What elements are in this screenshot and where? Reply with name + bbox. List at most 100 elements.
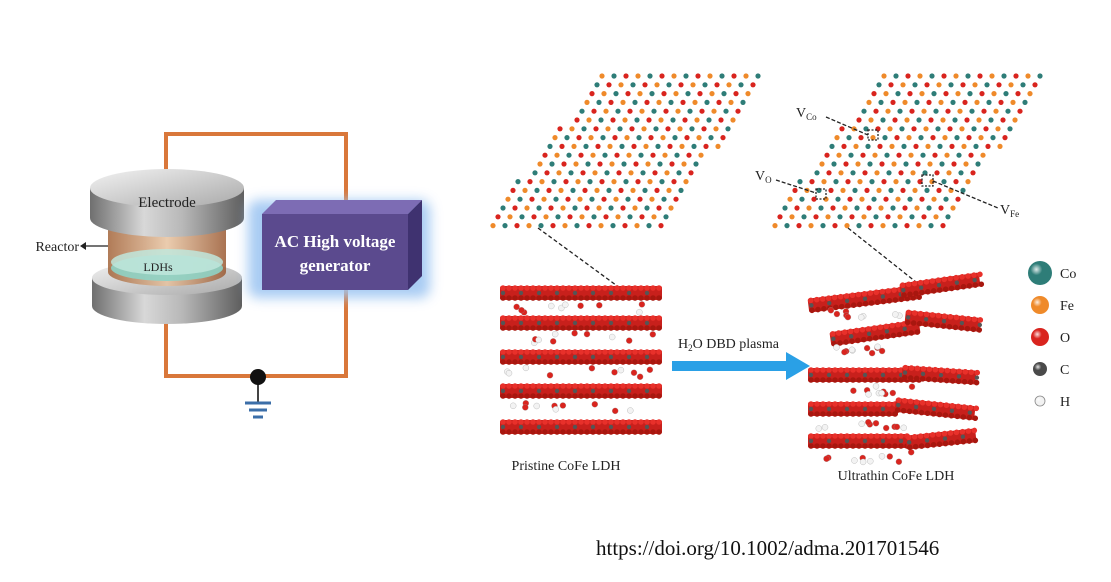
lattice-atom xyxy=(671,179,677,185)
lattice-atom xyxy=(711,108,717,114)
lattice-atom xyxy=(684,135,690,141)
lattice-atom xyxy=(490,223,496,229)
lattice-atom xyxy=(594,187,600,193)
lattice-atom xyxy=(698,152,704,158)
lattice-atom xyxy=(675,108,681,114)
lattice-atom xyxy=(806,205,812,211)
lattice-atom xyxy=(897,108,903,114)
lattice-atom xyxy=(864,187,870,193)
zoom-lines xyxy=(537,227,917,289)
lattice-atom xyxy=(932,152,938,158)
lattice-atom xyxy=(592,170,598,176)
lattice-atom xyxy=(871,196,877,202)
legend-label-fe: Fe xyxy=(1060,299,1074,314)
lattice-atom xyxy=(633,161,639,167)
lattice-atom xyxy=(893,73,899,79)
lattice-atom xyxy=(1002,135,1008,141)
lattice-atom xyxy=(944,152,950,158)
lattice-atom xyxy=(991,91,997,97)
lattice-atom xyxy=(955,91,961,97)
lattice-atom xyxy=(967,91,973,97)
lattice-atom xyxy=(809,179,815,185)
lattice-atom xyxy=(668,99,674,105)
lattice-atom xyxy=(584,99,590,105)
lattice-atom xyxy=(912,82,918,88)
lattice-atom xyxy=(970,170,976,176)
lattice-atom xyxy=(594,82,600,88)
lattice-atom xyxy=(743,73,749,79)
lattice-atom xyxy=(634,117,640,123)
lattice-atom xyxy=(941,179,947,185)
lattice-atom xyxy=(926,99,932,105)
lattice-atom xyxy=(625,91,631,97)
lattice-atom xyxy=(635,73,641,79)
lattice-atom xyxy=(725,126,731,132)
lattice-atom xyxy=(627,108,633,114)
lattice-atom xyxy=(903,161,909,167)
lattice-atom xyxy=(658,223,664,229)
lattice-atom xyxy=(614,152,620,158)
defective-lattice xyxy=(772,73,1043,229)
lattice-atom xyxy=(1003,91,1009,97)
lattice-atom xyxy=(824,152,830,158)
lattice-atom xyxy=(631,143,637,149)
lattice-atom xyxy=(928,223,934,229)
lattice-atom xyxy=(914,205,920,211)
lattice-atom xyxy=(677,126,683,132)
o-vacancy-box xyxy=(815,188,827,200)
lattice-atom xyxy=(873,108,879,114)
lattice-atom xyxy=(977,73,983,79)
lattice-atom xyxy=(581,126,587,132)
lattice-atom xyxy=(541,196,547,202)
lattice-atom xyxy=(833,179,839,185)
lattice-atom xyxy=(510,187,516,193)
lattice-atom xyxy=(558,187,564,193)
lattice-atom xyxy=(643,143,649,149)
lattice-atom xyxy=(837,214,843,220)
lattice-atom xyxy=(549,161,555,167)
lattice-atom xyxy=(792,187,798,193)
lattice-atom xyxy=(640,170,646,176)
lattice-atom xyxy=(897,214,903,220)
lattice-atom xyxy=(918,135,924,141)
lattice-atom xyxy=(904,223,910,229)
ldhs-label: LDHs xyxy=(143,260,173,274)
lattice-atom xyxy=(1000,117,1006,123)
ldh-slab xyxy=(500,285,662,301)
lattice-atom xyxy=(691,143,697,149)
lattice-atom xyxy=(866,205,872,211)
plasma-label: H2O DBD plasma xyxy=(678,337,780,353)
lattice-atom xyxy=(787,196,793,202)
lattice-atom xyxy=(685,91,691,97)
lattice-atom xyxy=(925,143,931,149)
lattice-atom xyxy=(917,179,923,185)
doi-link[interactable]: https://doi.org/10.1002/adma.201701546 xyxy=(596,536,940,560)
lattice-atom xyxy=(919,91,925,97)
lattice-atom xyxy=(996,82,1002,88)
lattice-atom xyxy=(630,187,636,193)
lattice-atom xyxy=(811,196,817,202)
lattice-atom xyxy=(1037,73,1043,79)
lattice-atom xyxy=(621,161,627,167)
lattice-atom xyxy=(1013,73,1019,79)
lattice-atom xyxy=(924,187,930,193)
lattice-atom xyxy=(584,205,590,211)
lattice-atom xyxy=(723,108,729,114)
lattice-atom xyxy=(799,196,805,202)
lattice-atom xyxy=(599,179,605,185)
lattice-atom xyxy=(907,196,913,202)
lattice-atom xyxy=(590,152,596,158)
lattice-atom xyxy=(886,170,892,176)
lattice-atom xyxy=(505,196,511,202)
lattice-atom xyxy=(720,135,726,141)
lattice-atom xyxy=(544,170,550,176)
lattice-atom xyxy=(636,135,642,141)
lattice-atom xyxy=(964,117,970,123)
lattice-atom xyxy=(860,152,866,158)
lattice-atom xyxy=(997,143,1003,149)
lattice-atom xyxy=(818,205,824,211)
lattice-atom xyxy=(870,135,876,141)
lattice-atom xyxy=(814,170,820,176)
lattice-atom xyxy=(984,82,990,88)
lattice-atom xyxy=(949,143,955,149)
